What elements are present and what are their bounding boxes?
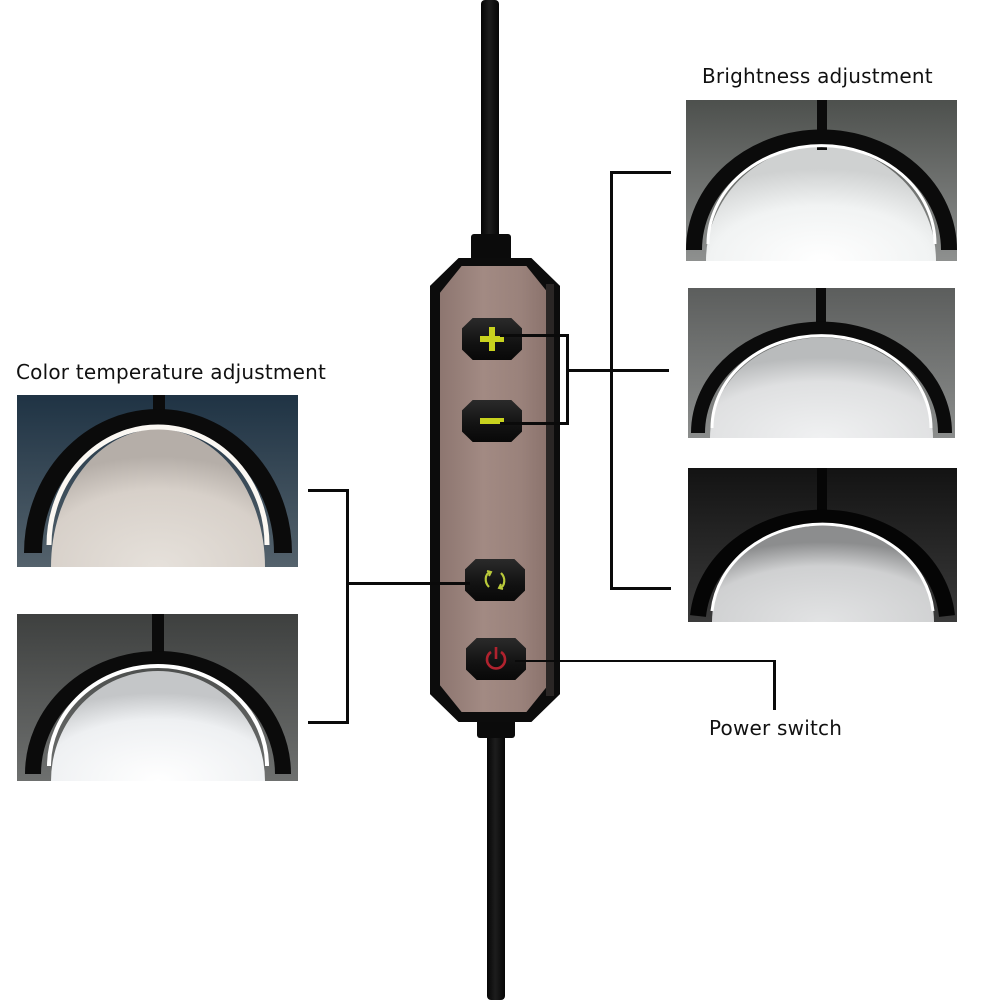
brightness-bracket-mid	[610, 369, 669, 372]
color-temperature-adjustment-label: Color temperature adjustment	[16, 360, 326, 384]
brightness-bracket-vertical	[610, 171, 613, 589]
connector-plus	[500, 334, 568, 337]
cable-bottom	[487, 728, 505, 1000]
color-bracket-bottom	[308, 721, 349, 724]
brightness-up-button[interactable]	[462, 318, 522, 360]
color-temp-photo-warm	[17, 395, 298, 567]
power-button[interactable]	[466, 638, 526, 680]
color-bracket-top	[308, 489, 349, 492]
connector-power	[515, 660, 776, 662]
connector-bracket-small	[566, 334, 569, 425]
brightness-bracket-top	[610, 171, 671, 174]
brightness-down-button[interactable]	[462, 400, 522, 442]
connector-cycle	[348, 582, 470, 585]
brightness-photo-high	[686, 100, 957, 261]
controller-edge	[546, 284, 554, 696]
brightness-photo-low	[688, 468, 957, 622]
brightness-adjustment-label: Brightness adjustment	[702, 64, 933, 88]
brightness-bracket-bottom	[610, 587, 671, 590]
power-switch-label: Power switch	[709, 716, 843, 740]
color-bracket-vertical	[346, 489, 349, 724]
color-temperature-button[interactable]	[465, 559, 525, 601]
power-icon	[485, 647, 507, 670]
connector-to-brightness	[566, 369, 613, 372]
color-temp-photo-cool	[17, 614, 298, 781]
connector-power-drop	[773, 660, 776, 710]
cable-top	[481, 0, 499, 245]
brightness-photo-medium	[688, 288, 955, 438]
connector-minus	[500, 422, 568, 425]
plus-icon	[480, 327, 504, 351]
color-cycle-icon	[484, 570, 506, 590]
minus-icon	[480, 418, 504, 424]
